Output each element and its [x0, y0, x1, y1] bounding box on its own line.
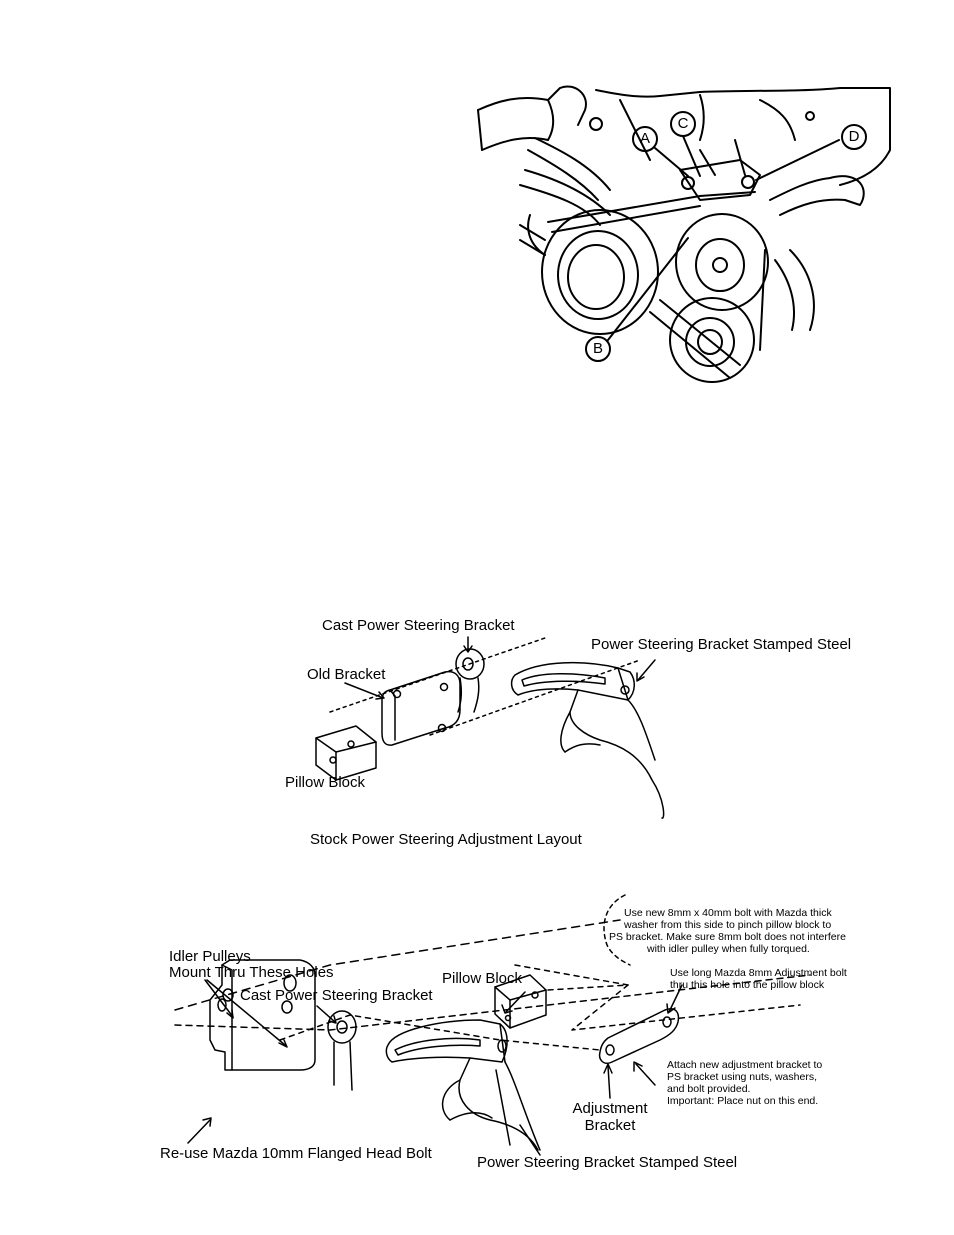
stock-layout-caption: Stock Power Steering Adjustment Layout — [310, 831, 582, 848]
idler-pulleys-label-line2: Mount Thru These Holes — [169, 964, 334, 981]
idler-pulleys-label-line1: Idler Pulleys — [169, 948, 251, 965]
bolt-note-line4: with idler pulley when fully torqued. — [647, 943, 810, 955]
stock-old-bracket-label: Old Bracket — [307, 666, 386, 683]
callout-d: D — [848, 128, 860, 145]
bolt-note-line1: Use new 8mm x 40mm bolt with Mazda thick — [624, 907, 832, 919]
adjustment-bracket-label-line1: Adjustment — [572, 1100, 648, 1117]
reuse-bolt-label: Re-use Mazda 10mm Flanged Head Bolt — [160, 1145, 432, 1162]
callout-c: C — [677, 115, 689, 132]
stock-pillow-block-label: Pillow Block — [285, 774, 366, 791]
adjustment-bracket-label-line2: Bracket — [584, 1117, 636, 1134]
new-cast-bracket-label: Cast Power Steering Bracket — [240, 987, 433, 1004]
attach-note-line2: PS bracket using nuts, washers, — [667, 1071, 817, 1083]
bolt-note-line2: washer from this side to pinch pillow bl… — [624, 919, 832, 931]
callout-b: B — [592, 340, 603, 357]
callout-a: A — [639, 130, 650, 147]
new-stamped-steel-label: Power Steering Bracket Stamped Steel — [477, 1154, 738, 1171]
adjust-bolt-note-line1: Use long Mazda 8mm Adjustment bolt — [670, 967, 847, 979]
attach-note-line4: Important: Place nut on this end. — [667, 1095, 819, 1107]
adjust-bolt-note-line2: thru this hole into the pillow block — [670, 979, 825, 991]
new-pillow-block-label: Pillow Block — [442, 970, 523, 987]
attach-note-line1: Attach new adjustment bracket to — [667, 1059, 823, 1071]
stock-stamped-steel-label: Power Steering Bracket Stamped Steel — [591, 636, 852, 653]
bolt-note-line3: PS bracket. Make sure 8mm bolt does not … — [609, 931, 846, 943]
stock-cast-bracket-label: Cast Power Steering Bracket — [322, 617, 515, 634]
attach-note-line3: and bolt provided. — [667, 1083, 751, 1095]
